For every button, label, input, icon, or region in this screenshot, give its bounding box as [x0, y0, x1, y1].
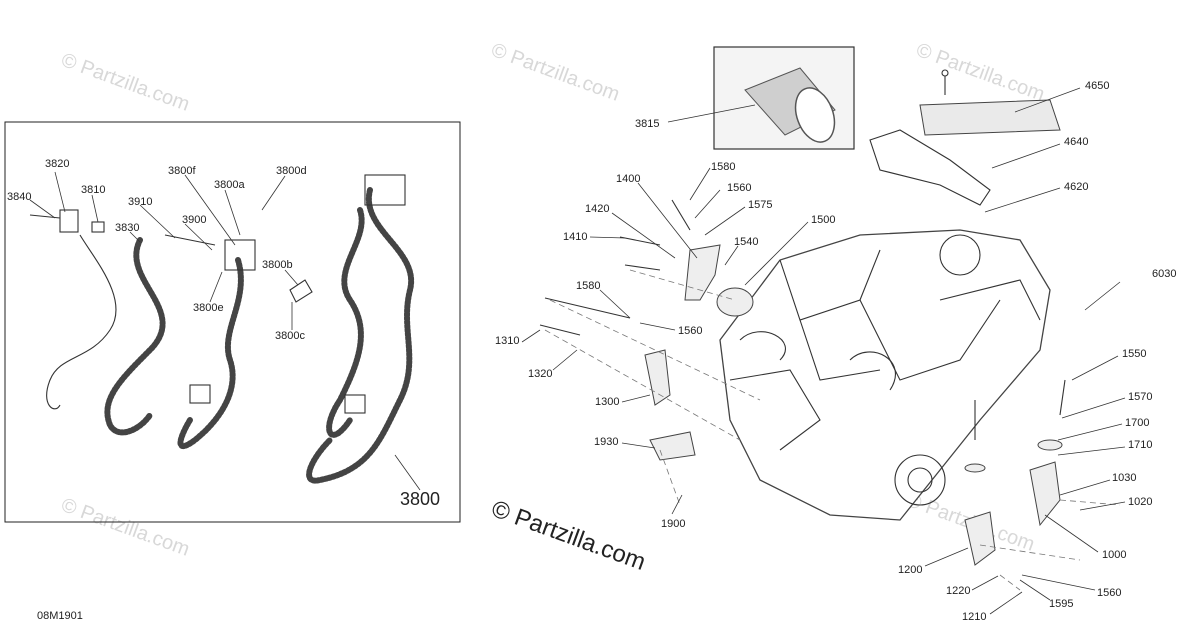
part-label: 1580 [711, 161, 735, 173]
watermark-text: © Partzilla.com [58, 49, 192, 116]
alignment-lines [544, 269, 1121, 591]
part-label: 1030 [1112, 472, 1136, 484]
part-label: 1420 [585, 203, 609, 215]
sleeve-illustration [744, 67, 836, 143]
part-label: 1320 [528, 368, 552, 380]
engine-illustration [719, 229, 1051, 521]
inset-labels: 3820 3810 3840 3910 3830 3900 3800f 3800… [7, 158, 440, 509]
part-label: 1900 [661, 518, 685, 530]
part-label: 3900 [182, 214, 206, 226]
part-label: 4640 [1064, 136, 1088, 148]
copyright-text: © Partzilla.com [488, 495, 649, 576]
part-label: 1400 [616, 173, 640, 185]
part-label: 3800e [193, 302, 224, 314]
part-label: 3810 [81, 184, 105, 196]
part-label: 1540 [734, 236, 758, 248]
part-label: 1210 [962, 611, 986, 623]
watermark-text: © Partzilla.com [913, 39, 1047, 106]
part-label: 1220 [946, 585, 970, 597]
part-label: 1595 [1049, 598, 1073, 610]
mount-hardware [539, 199, 1066, 566]
part-label: 1000 [1102, 549, 1126, 561]
part-label: 3800a [214, 179, 245, 191]
watermark-text: © Partzilla.com [58, 494, 192, 561]
inset-main-label: 3800 [400, 489, 440, 509]
part-label: 1550 [1122, 348, 1146, 360]
part-label: 1500 [811, 214, 835, 226]
part-label: 1300 [595, 396, 619, 408]
diagram-code: 08M1901 [37, 610, 83, 622]
part-label: 3815 [635, 118, 659, 130]
part-label: 3840 [7, 191, 31, 203]
watermark-text: © Partzilla.com [488, 39, 622, 106]
part-label: 1560 [727, 182, 751, 194]
part-label: 1570 [1128, 391, 1152, 403]
inset-leaders [29, 171, 421, 491]
part-label: 6030 [1152, 268, 1176, 280]
part-label: 1410 [563, 231, 587, 243]
part-label: 1930 [594, 436, 618, 448]
part-label: 3800f [168, 165, 196, 177]
part-label: 3830 [115, 222, 139, 234]
right-leaders [521, 87, 1126, 615]
wiring-harness-illustration [29, 174, 415, 484]
part-label: 1710 [1128, 439, 1152, 451]
part-label: 4650 [1085, 80, 1109, 92]
part-label: 1580 [576, 280, 600, 292]
inset-frame [4, 121, 461, 523]
main-labels: 3815 4650 4640 4620 1580 1400 1560 1420 … [495, 80, 1176, 623]
part-label: 1560 [1097, 587, 1121, 599]
part-label: 1020 [1128, 496, 1152, 508]
part-label: 3800b [262, 259, 293, 271]
part-label: 3820 [45, 158, 69, 170]
part-label: 1200 [898, 564, 922, 576]
part-label: 1700 [1125, 417, 1149, 429]
throttle-component [869, 69, 1061, 206]
part-label: 1310 [495, 335, 519, 347]
part-label: 1560 [678, 325, 702, 337]
part-label: 4620 [1064, 181, 1088, 193]
part-label: 3800c [275, 330, 305, 342]
part-label: 1575 [748, 199, 772, 211]
part-label: 3910 [128, 196, 152, 208]
part-label: 3800d [276, 165, 307, 177]
